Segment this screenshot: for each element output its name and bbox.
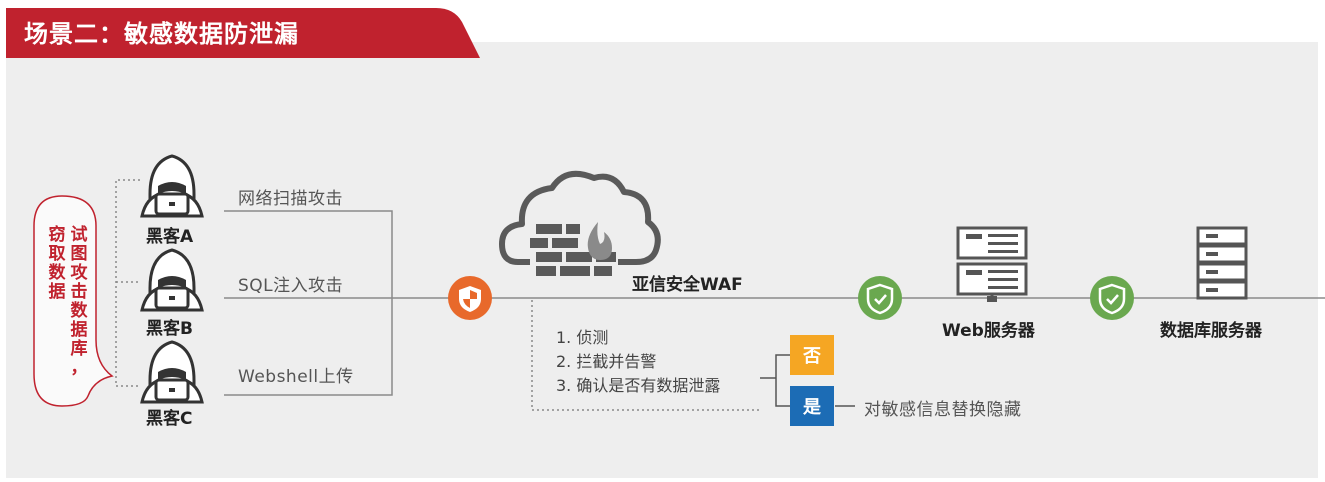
green-shield-icon-2 bbox=[1090, 276, 1134, 320]
db-server-label: 数据库服务器 bbox=[1160, 321, 1262, 341]
hacker-c-icon bbox=[140, 340, 204, 404]
hacker-a-label: 黑客A bbox=[146, 227, 194, 247]
hacker-a-icon bbox=[140, 154, 204, 218]
green-shield-icon-1 bbox=[858, 276, 902, 320]
diagram-panel bbox=[6, 42, 1318, 478]
page-title: 场景二：敏感数据防泄漏 bbox=[24, 20, 299, 48]
waf-shield-icon bbox=[448, 276, 492, 320]
waf-label: 亚信安全WAF bbox=[632, 275, 743, 295]
decision-no-box: 否 bbox=[790, 335, 834, 375]
cloud-firewall-icon bbox=[499, 170, 661, 276]
web-server-label: Web服务器 bbox=[942, 321, 1035, 341]
hacker-c-label: 黑客C bbox=[146, 409, 193, 429]
web-server-icon bbox=[956, 226, 1028, 302]
db-server-icon bbox=[1196, 226, 1248, 300]
bubble-text-col1: 试图攻击数据库， bbox=[70, 225, 88, 378]
step-confirm: 3. 确认是否有数据泄露 bbox=[556, 376, 721, 395]
title-banner bbox=[6, 8, 480, 58]
hacker-b-icon bbox=[140, 248, 204, 312]
decision-yes-box: 是 bbox=[790, 386, 834, 426]
step-block: 2. 拦截并告警 bbox=[556, 352, 657, 371]
hacker-b-label: 黑客B bbox=[146, 319, 193, 339]
step-detect: 1. 侦测 bbox=[556, 328, 609, 347]
attack-label-scan: 网络扫描攻击 bbox=[238, 189, 343, 209]
yes-action-label: 对敏感信息替换隐藏 bbox=[864, 400, 1022, 420]
attack-label-sql: SQL注入攻击 bbox=[238, 276, 344, 296]
attack-label-webshell: Webshell上传 bbox=[238, 367, 354, 387]
bubble-text-col2: 窃取数据 bbox=[48, 225, 66, 302]
